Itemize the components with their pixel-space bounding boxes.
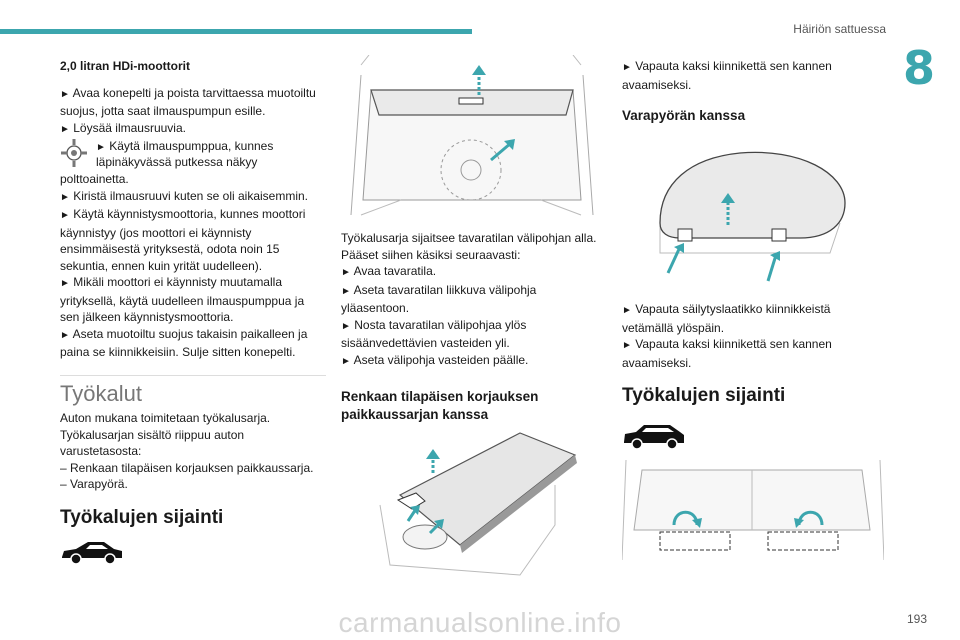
step: ► Vapauta kaksi kiinnikettä sen kannen a… — [622, 337, 832, 370]
column-left: 2,0 litran HDi-moottorit ► Avaa konepelt… — [60, 58, 326, 565]
tools-heading: Työkalut — [60, 380, 142, 406]
engine-heading: 2,0 litran HDi-moottorit — [60, 59, 191, 73]
tools-location-heading: Työkalujen sijainti — [60, 506, 224, 528]
chapter-number: 8 — [903, 41, 936, 95]
repair-kit-heading: Renkaan tilapäisen korjauksen paikkaussa… — [341, 389, 539, 422]
tools-list-item: – Renkaan tilapäisen korjauksen paikkaus… — [60, 460, 314, 475]
step: ► Aseta välipohja vasteiden päälle. — [341, 352, 529, 367]
step: ► Käytä käynnistysmoottoria, kunnes moot… — [60, 207, 306, 273]
suv-silhouette-icon — [624, 425, 684, 449]
trunk-floor-illustration — [350, 55, 594, 216]
repair-kit-box-illustration — [379, 432, 577, 576]
header-accent-bar — [0, 29, 472, 34]
step: ► Nosta tavaratilan välipohjaa ylös sisä… — [341, 317, 527, 351]
step: ► Vapauta kaksi kiinnikettä sen kannen a… — [622, 59, 832, 92]
primer-pump-icon — [61, 139, 87, 167]
step: ► Aseta tavaratilan liikkuva välipohja y… — [341, 282, 537, 316]
step: ► Avaa tavaratila. — [341, 264, 437, 278]
column-right: ► Vapauta kaksi kiinnikettä sen kannen a… — [622, 58, 882, 449]
section-title: Häiriön sattuessa — [793, 22, 886, 36]
step-continuation: polttoainetta. — [60, 172, 129, 186]
step: ► Vapauta säilytyslaatikko kiinnikkeistä… — [622, 302, 831, 335]
step: ► Aseta muotoiltu suojus takaisin paikal… — [60, 326, 308, 360]
pump-step: ► Käytä ilmauspumppua, kunnes läpinäkyvä… — [60, 138, 326, 171]
tools-list-item: – Varapyörä. — [60, 477, 128, 491]
watermark: carmanualsonline.info — [338, 607, 622, 638]
page-number: 193 — [906, 612, 927, 626]
spare-wheel-heading: Varapyörän kanssa — [622, 108, 746, 123]
storage-intro: Työkalusarja sijaitsee tavaratilan välip… — [341, 231, 597, 262]
step: ► Löysää ilmausruuvia. — [60, 120, 186, 135]
step: ► Avaa konepelti ja poista tarvittaessa … — [60, 85, 316, 119]
spare-wheel-box-illustration — [659, 151, 846, 282]
floor-compartments-illustration — [622, 460, 884, 560]
step: ► Mikäli moottori ei käynnisty muutamall… — [60, 275, 305, 324]
car-silhouette-icon — [62, 541, 122, 565]
tools-intro: Auton mukana toimitetaan työkalusarja. T… — [60, 411, 271, 458]
column-middle: Työkalusarja sijaitsee tavaratilan välip… — [341, 230, 603, 424]
tools-location-heading-2: Työkalujen sijainti — [622, 385, 786, 406]
step: ► Kiristä ilmausruuvi kuten se oli aikai… — [60, 188, 308, 203]
